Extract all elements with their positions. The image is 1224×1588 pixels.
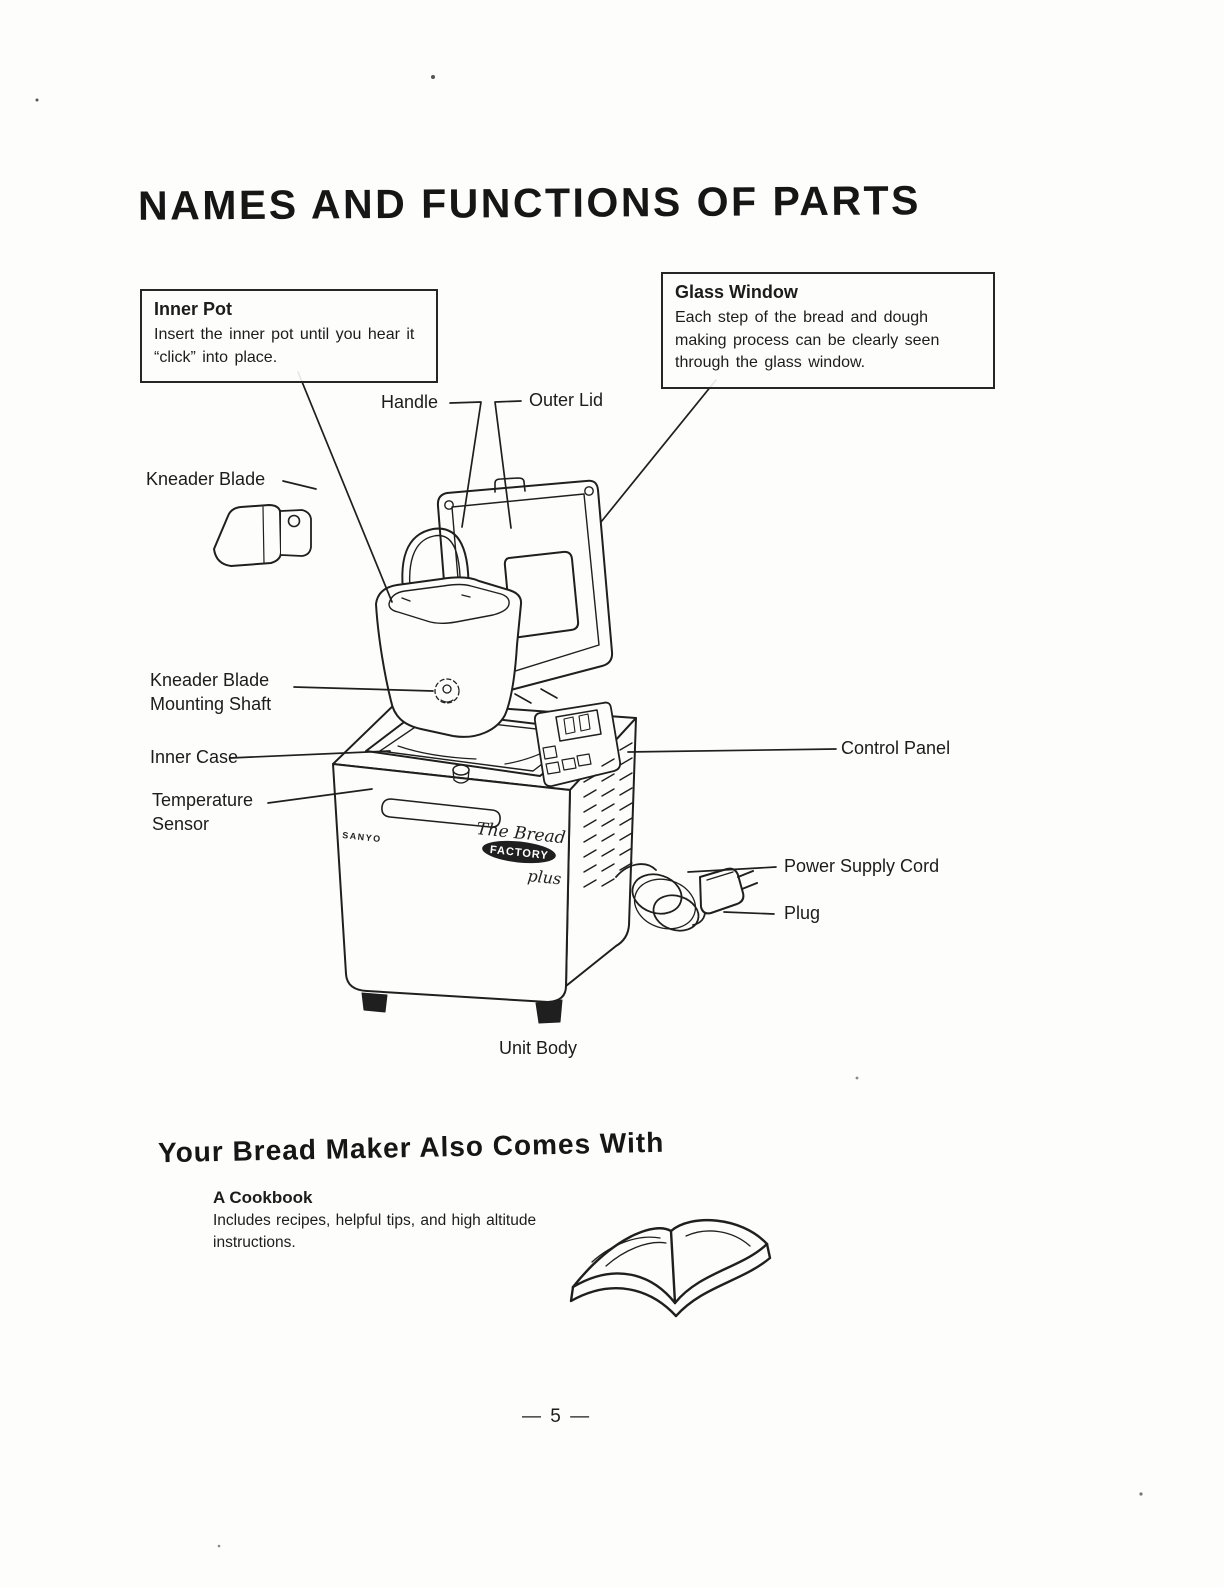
logo-script-bottom: plus (527, 866, 563, 888)
inner-pot-leader (297, 371, 393, 603)
inner-case-leader (229, 750, 391, 759)
kneader-blade-leader (282, 480, 317, 490)
front-handle-recess (381, 798, 501, 828)
control-panel-display (555, 709, 602, 742)
plug-prongs (737, 870, 758, 890)
cord-loop-1 (631, 873, 683, 915)
book-page-line-3 (605, 1241, 667, 1267)
cookbook-title: A Cookbook (213, 1188, 313, 1207)
control-panel-leader (627, 748, 837, 753)
label-power-supply-cord: Power Supply Cord (784, 856, 940, 876)
plug-face-line (706, 871, 734, 881)
label-outer-lid: Outer Lid (529, 390, 604, 410)
cord-exit (615, 863, 657, 878)
mounting-shaft-leader (293, 686, 434, 692)
brand-text: SANYO (342, 830, 382, 844)
plug-leader (723, 911, 775, 915)
power-cord-leader (687, 866, 777, 873)
handle-leader (449, 401, 482, 528)
cookbook-drawing (569, 1219, 772, 1318)
lid-screw-right (584, 486, 594, 496)
book-page-line-1 (591, 1236, 661, 1263)
blade-hole (287, 514, 301, 528)
label-control-panel: Control Panel (841, 738, 951, 758)
lid-screw-left (444, 500, 454, 510)
glass-window-leader (600, 379, 717, 523)
lid-hinge-marks (514, 688, 558, 704)
page-number: — 5 — (522, 1406, 592, 1427)
book-spine (669, 1229, 677, 1305)
mounting-shaft-dashed-ring (434, 678, 460, 704)
temperature-sensor-body (452, 769, 470, 784)
cookbook-body: Includes recipes, helpful tips, and high… (213, 1212, 537, 1252)
body-right-face (565, 717, 637, 987)
power-cord-drawing (615, 863, 706, 932)
label-kneader-blade: Kneader Blade (146, 469, 266, 489)
book-right-top (669, 1219, 769, 1246)
glass-window-callout-body: Each step of the bread and dough making … (675, 309, 940, 372)
pot-handle-inner (408, 534, 461, 607)
book-page-line-2 (685, 1230, 751, 1247)
label-unit-body: Unit Body (499, 1038, 578, 1058)
glass-window-shape (503, 550, 580, 639)
vent-slits (583, 742, 633, 888)
book-left-top (571, 1227, 673, 1289)
plug-drawing (699, 867, 758, 915)
pot-handle-mounts (401, 594, 471, 602)
pot-rim-inner (388, 583, 510, 624)
inner-pot-callout-title: Inner Pot (154, 299, 233, 319)
label-plug: Plug (784, 903, 821, 923)
scan-speckles (35, 75, 1143, 1548)
book-right-bottom (673, 1242, 769, 1305)
label-handle: Handle (381, 392, 439, 412)
inner-pot-drawing (375, 527, 523, 738)
book-left-bottom (571, 1272, 677, 1305)
label-inner-case: Inner Case (150, 747, 239, 767)
lid-top-tab (494, 477, 526, 493)
foot-right (535, 999, 563, 1024)
inner-pot-callout: Inner Pot Insert the inner pot until you… (140, 289, 438, 384)
display-digits (563, 713, 591, 735)
control-panel-buttons (542, 745, 592, 775)
cord-loop-3 (633, 878, 697, 930)
mounting-shaft-mark (440, 699, 454, 703)
label-kneader-blade-mounting-shaft: Kneader Blade Mounting Shaft (150, 670, 272, 714)
blade-body (213, 504, 282, 567)
glass-window-callout: Glass Window Each step of the bread and … (661, 272, 995, 390)
temperature-sensor-knob (452, 764, 470, 776)
pot-handle-outer (401, 527, 470, 606)
temperature-sensor-leader (267, 788, 373, 804)
page-title: NAMES AND FUNCTIONS OF PARTS (137, 177, 922, 229)
logo-badge (482, 840, 556, 864)
label-temperature-sensor: Temperature Sensor (152, 790, 254, 834)
unit-body-drawing: SANYO The Bread FACTORY plus (332, 700, 637, 1024)
blade-edge-line (262, 506, 265, 564)
inner-pot-callout-body: Insert the inner pot until you hear it “… (154, 326, 415, 366)
book-left-cover (569, 1285, 678, 1318)
pot-silhouette (375, 576, 523, 738)
outer-lid-leader (494, 400, 522, 529)
leader-lines (229, 371, 837, 915)
mounting-shaft-center (442, 684, 452, 694)
foot-left (361, 992, 388, 1013)
kneader-blade-drawing (213, 504, 312, 567)
book-right-cover (674, 1242, 772, 1318)
glass-window-callout-title: Glass Window (675, 282, 798, 302)
